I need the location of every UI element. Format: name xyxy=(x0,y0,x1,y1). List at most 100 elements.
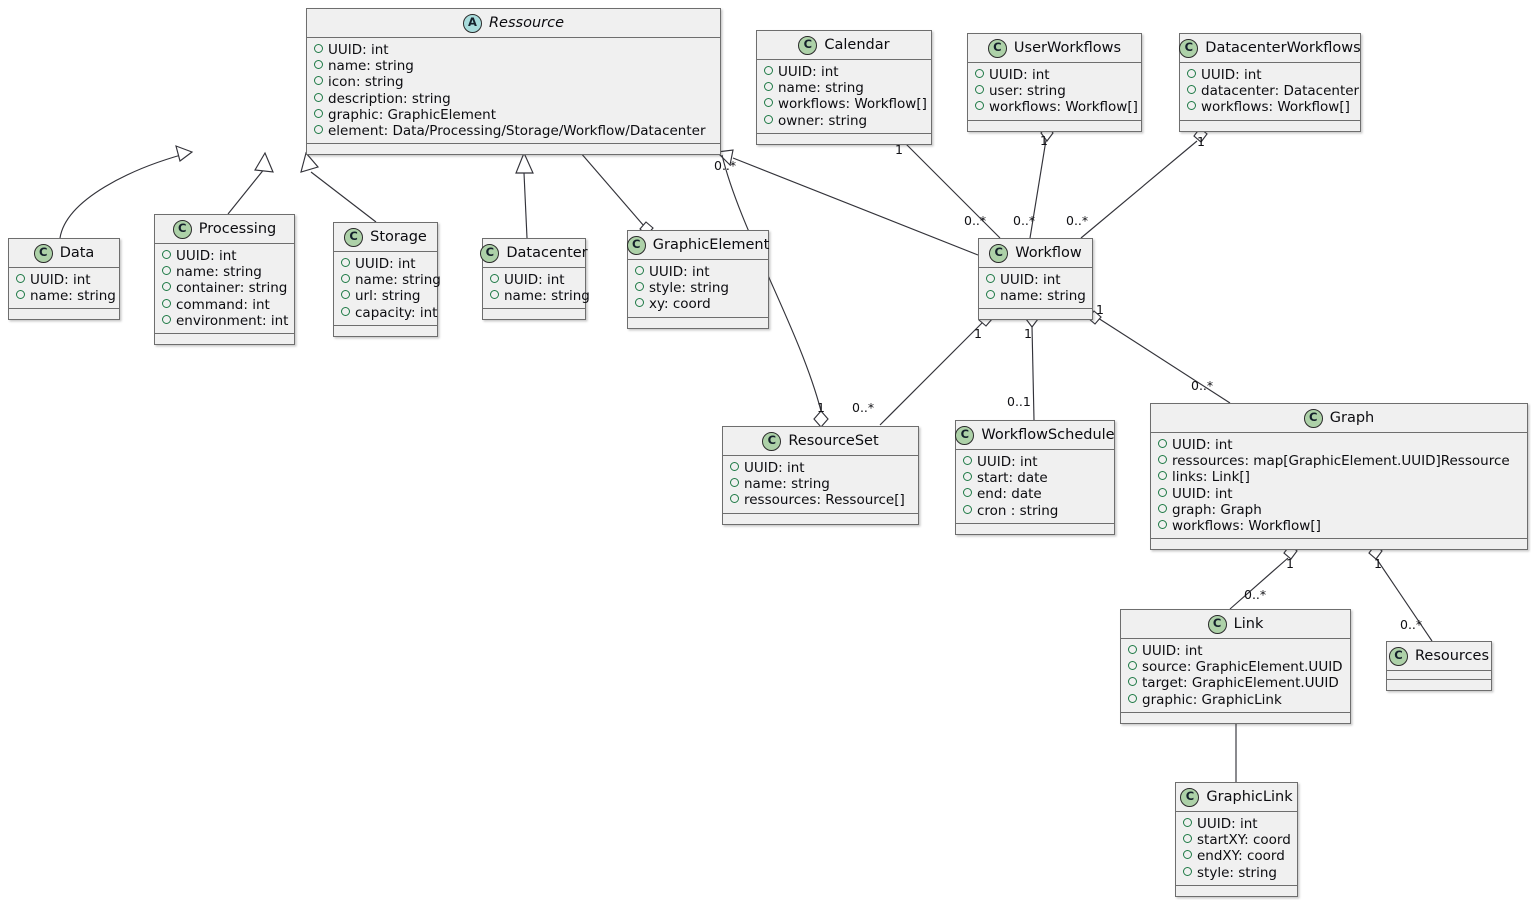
attribute-text: name: string xyxy=(328,58,414,75)
multiplicity-label: 1 xyxy=(1040,133,1048,148)
class-icon: C xyxy=(955,425,975,445)
public-visibility-icon xyxy=(1187,69,1196,78)
public-visibility-icon xyxy=(1128,693,1137,703)
edge-processing-to-ressource xyxy=(227,151,274,215)
public-visibility-icon xyxy=(730,494,739,504)
multiplicity-label: 0..* xyxy=(1066,213,1089,228)
class-title-data: Data xyxy=(59,245,95,261)
public-visibility-icon xyxy=(963,504,972,514)
attribute-text: UUID: int xyxy=(1000,272,1061,288)
class-header-workflowschedule: C WorkflowSchedule xyxy=(955,421,1115,450)
attribute-text: UUID: int xyxy=(1172,485,1233,502)
public-visibility-icon xyxy=(635,266,644,275)
attribute-text: workflows: Workflow[] xyxy=(1201,99,1350,116)
edge-datacenterworkflows-to-workflow xyxy=(1080,127,1208,239)
class-title-graphicelement: GraphicElement xyxy=(652,237,770,253)
class-attribute: UUID: int xyxy=(162,248,286,264)
attribute-text: UUID: int xyxy=(649,264,710,280)
class-attribute: UUID: int xyxy=(1183,816,1289,832)
public-visibility-icon xyxy=(341,274,350,284)
multiplicity-label: 0..1 xyxy=(1007,394,1031,409)
attribute-text: UUID: int xyxy=(989,67,1050,83)
attribute-text: name: string xyxy=(1000,288,1086,305)
class-title-datacenter: Datacenter xyxy=(506,245,588,261)
class-methods-link xyxy=(1121,712,1350,723)
class-icon: C xyxy=(33,243,53,263)
public-visibility-icon xyxy=(162,266,171,276)
class-attribute: description: string xyxy=(314,91,712,107)
public-visibility-icon xyxy=(1158,520,1167,530)
attribute-text: environment: int xyxy=(176,312,289,329)
class-attribute: ressources: map[GraphicElement.UUID]Ress… xyxy=(1158,453,1519,469)
multiplicity-label: 0..* xyxy=(852,400,875,415)
multiplicity-label: 1 xyxy=(1374,556,1382,571)
multiplicity-label: 1 xyxy=(817,400,825,415)
class-title-graph: Graph xyxy=(1329,410,1375,426)
class-icon: C xyxy=(344,227,364,247)
edge-datacenter-to-ressource xyxy=(515,151,534,239)
attribute-text: UUID: int xyxy=(1142,643,1203,659)
edge-graphicelement-to-ressource xyxy=(579,151,654,236)
public-visibility-icon xyxy=(341,306,350,316)
attribute-text: graph: Graph xyxy=(1172,501,1262,518)
class-title-workflowschedule: WorkflowSchedule xyxy=(981,427,1115,443)
attribute-text: startXY: coord xyxy=(1197,832,1291,849)
attribute-text: UUID: int xyxy=(328,42,389,58)
class-attribute: UUID: int xyxy=(1187,67,1352,83)
class-methods-resources xyxy=(1387,680,1491,690)
attribute-text: UUID: int xyxy=(355,256,416,272)
class-icon: C xyxy=(762,431,782,451)
public-visibility-icon xyxy=(314,125,323,135)
public-visibility-icon xyxy=(314,108,323,118)
class-attribute: UUID: int xyxy=(635,264,760,280)
attribute-text: endXY: coord xyxy=(1197,848,1285,865)
public-visibility-icon xyxy=(1158,455,1167,465)
class-icon: C xyxy=(1388,646,1408,666)
public-visibility-icon xyxy=(1183,850,1192,860)
class-header-data: C Data xyxy=(9,239,119,268)
public-visibility-icon xyxy=(1128,645,1137,654)
class-attribute: UUID: int xyxy=(341,256,429,272)
attribute-text: user: string xyxy=(989,83,1066,100)
class-attribute: UUID: int xyxy=(975,67,1133,83)
attribute-text: style: string xyxy=(649,280,729,297)
attribute-text: UUID: int xyxy=(744,460,805,476)
attribute-text: target: GraphicElement.UUID xyxy=(1142,675,1339,692)
public-visibility-icon xyxy=(490,290,499,300)
public-visibility-icon xyxy=(341,258,350,267)
public-visibility-icon xyxy=(986,274,995,283)
public-visibility-icon xyxy=(764,114,773,124)
class-attribute: workflows: Workflow[] xyxy=(1187,99,1352,115)
public-visibility-icon xyxy=(314,76,323,86)
attribute-text: style: string xyxy=(1197,864,1277,881)
